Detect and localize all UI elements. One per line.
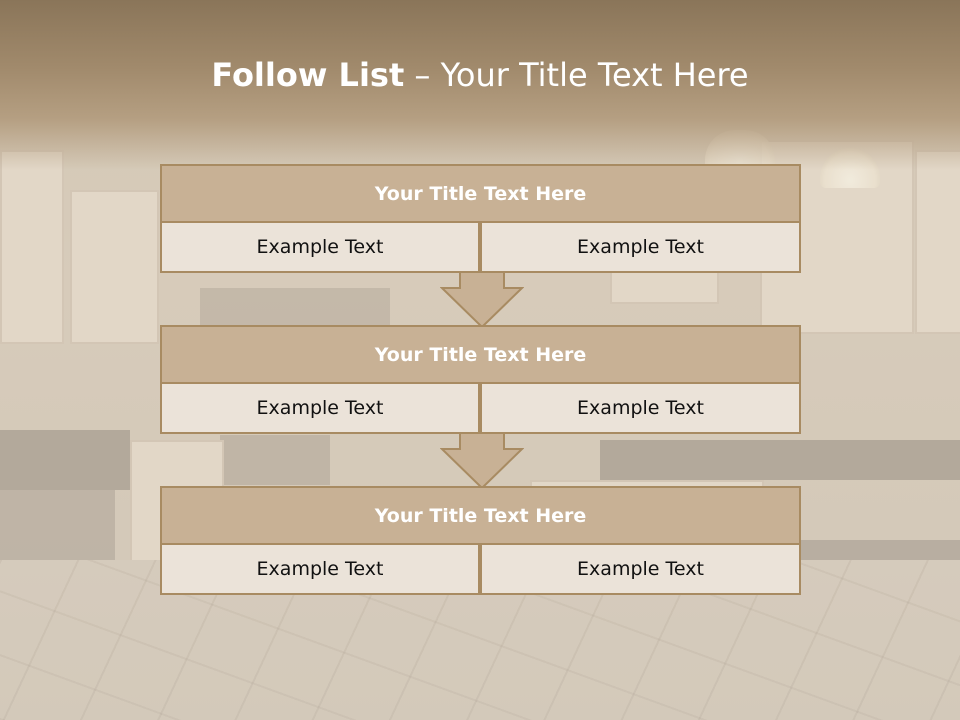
- step-cell-left: Example Text: [160, 543, 480, 595]
- step-cell-right: Example Text: [480, 543, 801, 595]
- step-cell-right: Example Text: [480, 382, 801, 434]
- step-title: Your Title Text Here: [160, 486, 801, 545]
- header-band: [0, 0, 960, 170]
- step-cell-right: Example Text: [480, 221, 801, 273]
- slide-title-bold: Follow List: [211, 56, 405, 94]
- slide-title-rest: – Your Title Text Here: [404, 56, 749, 94]
- down-arrow-icon: [440, 271, 524, 329]
- slide-title: Follow List – Your Title Text Here: [0, 56, 960, 94]
- step-title: Your Title Text Here: [160, 325, 801, 384]
- step-cell-left: Example Text: [160, 221, 480, 273]
- step-title: Your Title Text Here: [160, 164, 801, 223]
- step-cell-left: Example Text: [160, 382, 480, 434]
- down-arrow-icon: [440, 432, 524, 490]
